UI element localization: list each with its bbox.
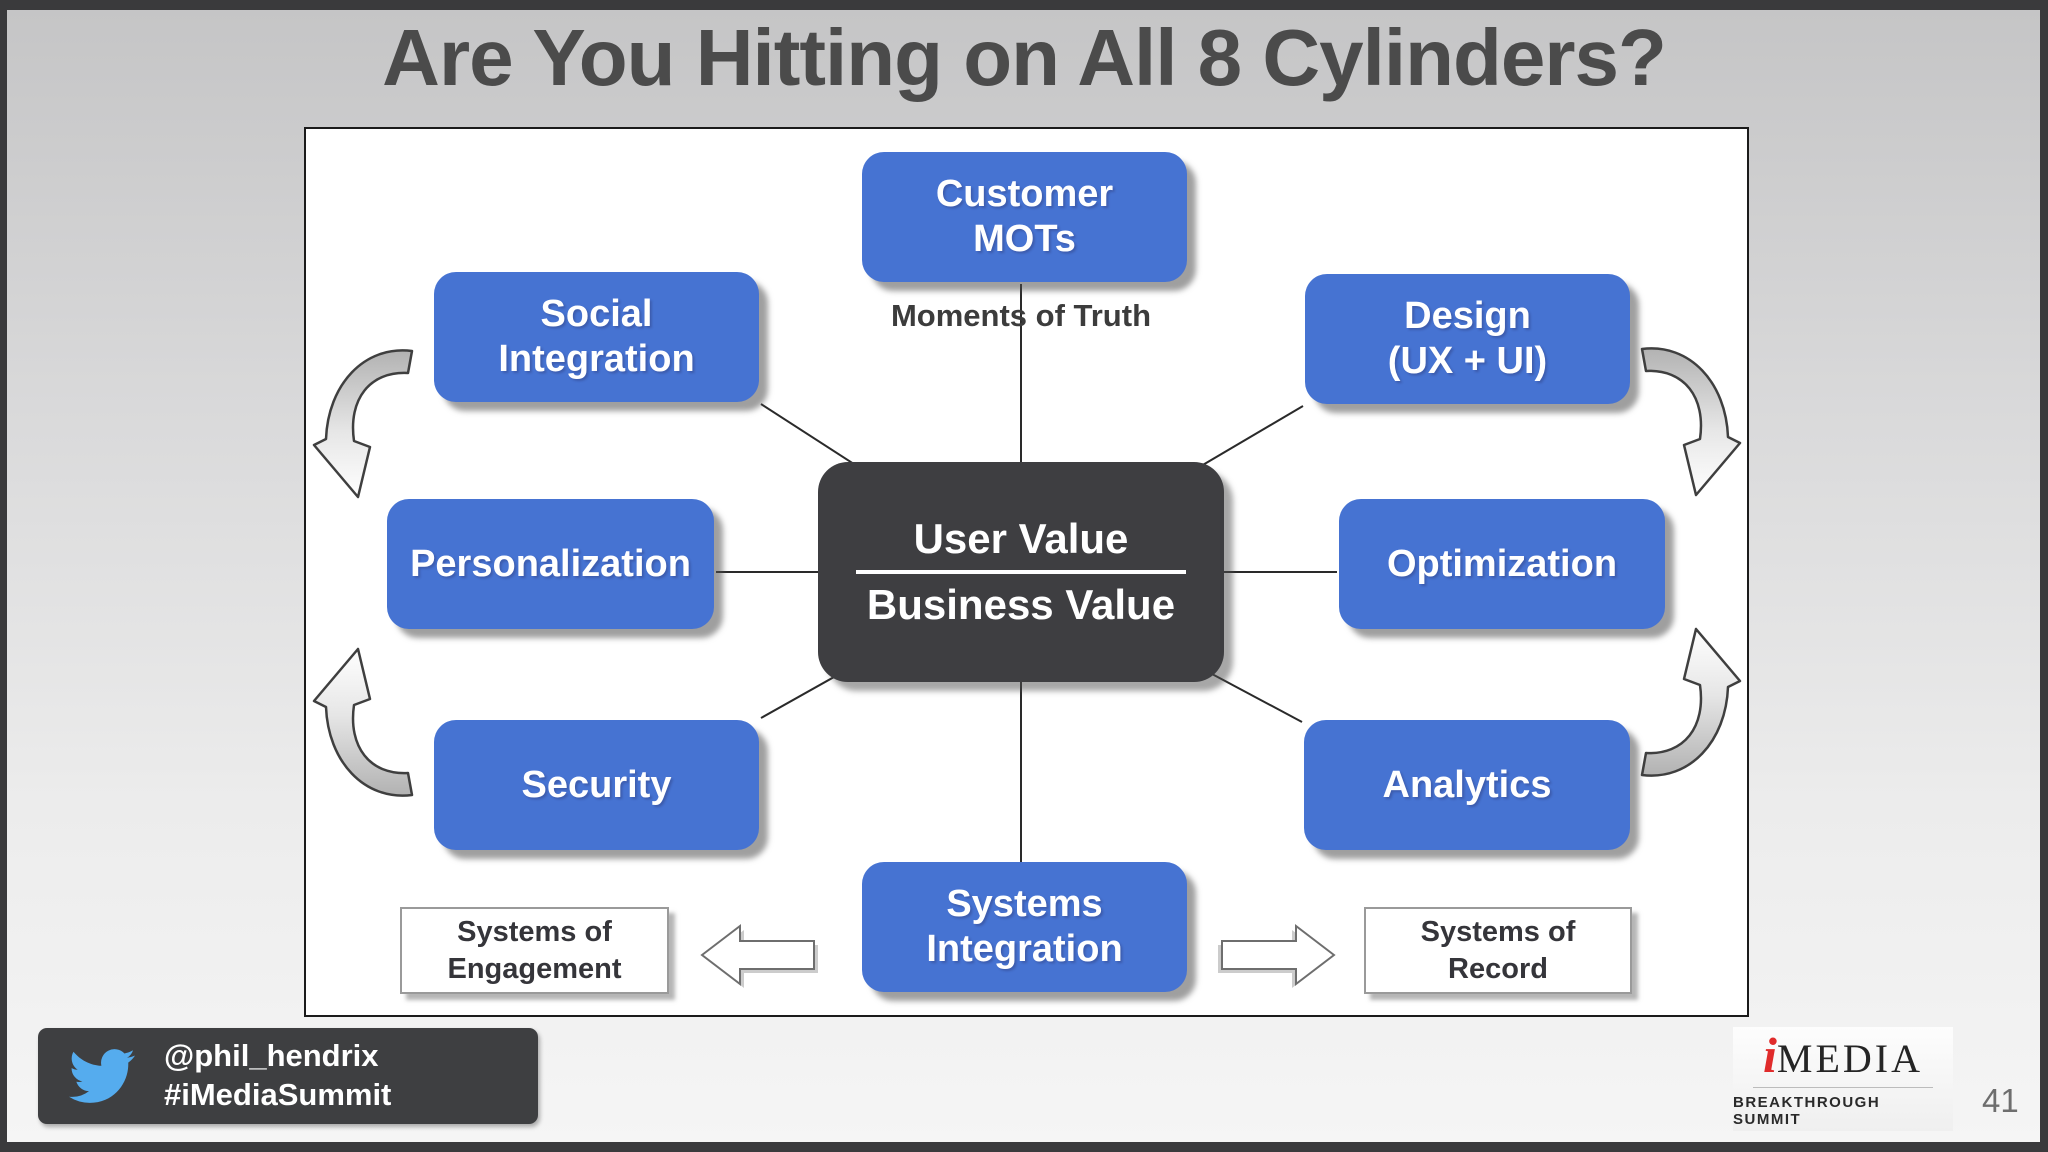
curved-arrow-right-bottom-icon: [1640, 627, 1742, 777]
moments-of-truth-label: Moments of Truth: [890, 298, 1152, 333]
imedia-logo-tagline: BREAKTHROUGH SUMMIT: [1733, 1094, 1881, 1128]
systems-of-engagement-label: Systems of Engagement: [447, 916, 622, 985]
node-security-label: Security: [521, 763, 672, 806]
node-systems-integration: Systems Integration: [862, 862, 1187, 992]
node-analytics-label: Analytics: [1382, 763, 1552, 806]
imedia-logo-i: i: [1763, 1027, 1777, 1083]
slide-title: Are You Hitting on All 8 Cylinders?: [382, 13, 1667, 102]
center-node-user-business-value: User Value Business Value: [818, 462, 1224, 682]
node-optimization: Optimization: [1339, 499, 1665, 629]
imedia-logo-divider: [1753, 1087, 1933, 1088]
imedia-logo-card: iMEDIA BREAKTHROUGH SUMMIT: [1733, 1027, 1953, 1131]
node-design-ux-ui-label: Design (UX + UI): [1387, 295, 1548, 382]
node-personalization-label: Personalization: [410, 542, 691, 585]
node-systems-integration-label: Systems Integration: [926, 883, 1123, 970]
curved-arrow-left-bottom-icon: [312, 647, 414, 797]
slide-page-number: 41: [1982, 1082, 2019, 1119]
node-security: Security: [434, 720, 759, 850]
user-value-label: User Value: [913, 515, 1129, 562]
twitter-handle: @phil_hendrix: [164, 1038, 379, 1074]
curved-arrow-right-top-icon: [1640, 347, 1742, 497]
diagram-panel: Moments of Truth Customer MOTs Social In…: [304, 127, 1749, 1017]
imedia-logo: iMEDIA: [1763, 1030, 1923, 1080]
systems-of-engagement-box: Systems of Engagement: [400, 907, 669, 994]
block-arrow-right-icon: [1218, 923, 1336, 988]
event-hashtag: #iMediaSummit: [164, 1077, 392, 1112]
block-arrow-left-icon: [700, 923, 818, 988]
node-social-integration-label: Social Integration: [498, 293, 695, 380]
node-personalization: Personalization: [387, 499, 714, 629]
node-optimization-label: Optimization: [1386, 542, 1618, 585]
node-analytics: Analytics: [1304, 720, 1630, 850]
twitter-bird-icon: [69, 1049, 135, 1103]
curved-arrow-left-top-icon: [312, 349, 414, 499]
systems-of-record-box: Systems of Record: [1364, 907, 1632, 994]
imedia-logo-name: MEDIA: [1776, 1036, 1923, 1081]
node-social-integration: Social Integration: [434, 272, 759, 402]
node-design-ux-ui: Design (UX + UI): [1305, 274, 1630, 404]
twitter-attribution-card: @phil_hendrix #iMediaSummit: [38, 1028, 538, 1124]
business-value-label: Business Value: [866, 581, 1176, 628]
systems-of-record-label: Systems of Record: [1420, 916, 1576, 985]
node-customer-mots: Customer MOTs: [862, 152, 1187, 282]
node-customer-mots-label: Customer MOTs: [935, 173, 1114, 260]
fraction-divider: [856, 570, 1186, 574]
